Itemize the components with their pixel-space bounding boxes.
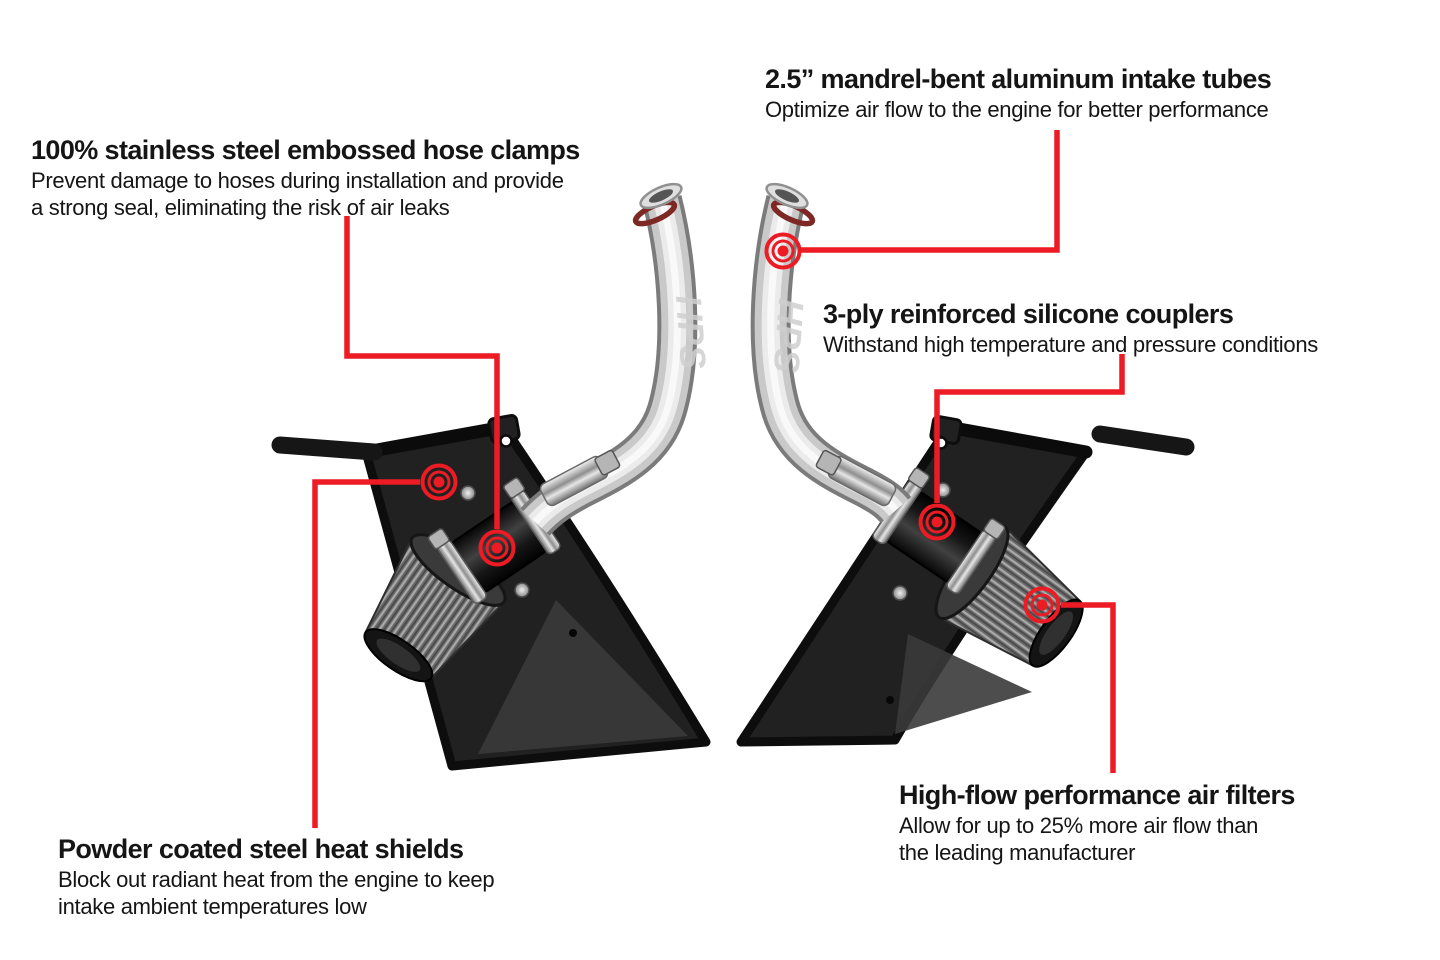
marker-dot xyxy=(931,516,943,528)
callout-silicone-couplers: 3-ply reinforced silicone couplers Withs… xyxy=(823,299,1423,358)
callout-title-intake-tubes: 2.5” mandrel-bent aluminum intake tubes xyxy=(765,64,1272,94)
marker-outer-ring xyxy=(1023,586,1061,624)
brand-logo-right: HPS xyxy=(766,297,812,374)
marker-mid-ring xyxy=(925,510,949,534)
callout-lines xyxy=(312,130,1125,828)
marker-mid-ring xyxy=(427,470,451,494)
callout-title-air-filters: High-flow performance air filters xyxy=(899,780,1295,810)
target-marker-silicone-couplers xyxy=(918,503,956,541)
pipe-clamp-screw-left xyxy=(594,449,621,476)
brand-logo-left: HPS xyxy=(668,294,714,371)
shield-screw-right-2 xyxy=(892,585,908,601)
callout-hose-clamps: 100% stainless steel embossed hose clamp… xyxy=(31,135,691,221)
marker-mid-ring xyxy=(485,536,509,560)
intake-tube-left: HPS xyxy=(535,179,714,522)
intake-tube-right: HPS xyxy=(763,179,896,510)
marker-mid-ring xyxy=(1030,593,1054,617)
callout-title-heat-shields: Powder coated steel heat shields xyxy=(58,834,464,864)
callout-line-silicone-couplers xyxy=(934,354,1125,503)
intake-assembly-left: HPS xyxy=(271,179,714,771)
shield-screw-left-1 xyxy=(460,485,476,501)
heat-shield-right-top-fold xyxy=(941,420,1093,459)
callout-description-air-filters: Allow for up to 25% more air flow than t… xyxy=(899,813,1259,865)
clamp-screw-left-upper xyxy=(503,477,525,499)
clamp-screw-left-lower xyxy=(427,528,450,550)
marker-dot xyxy=(1036,599,1048,611)
target-marker-intake-tubes xyxy=(764,232,802,270)
intake-assembly-right: HPS xyxy=(736,179,1195,747)
callout-line-air-filters xyxy=(1061,602,1116,773)
marker-mid-ring xyxy=(771,239,795,263)
tube-right-opening-bore xyxy=(774,189,800,203)
callout-line-intake-tubes xyxy=(801,130,1060,253)
callout-title-hose-clamps: 100% stainless steel embossed hose clamp… xyxy=(31,135,580,165)
marker-outer-ring xyxy=(420,463,458,501)
callout-title-silicone-couplers: 3-ply reinforced silicone couplers xyxy=(823,299,1234,329)
marker-dot xyxy=(433,476,445,488)
heat-shield-left-inner-panel xyxy=(478,600,688,754)
marker-dot xyxy=(777,245,789,257)
hose-clamp-right-pipe xyxy=(815,449,897,507)
mount-tab-hole-left xyxy=(499,434,513,448)
callout-line-hose-clamps xyxy=(344,216,500,529)
callout-description-silicone-couplers: Withstand high temperature and pressure … xyxy=(823,332,1318,357)
marker-outer-ring xyxy=(918,503,956,541)
heat-shield-left-handle xyxy=(271,436,383,461)
pipe-clamp-screw-right xyxy=(815,449,842,476)
heat-shield-left-top-fold xyxy=(359,420,511,459)
callout-heat-shields: Powder coated steel heat shields Block o… xyxy=(58,834,638,920)
marker-dot xyxy=(491,542,503,554)
callout-intake-tubes: 2.5” mandrel-bent aluminum intake tubes … xyxy=(765,64,1385,123)
clamp-screw-right-upper xyxy=(908,467,930,489)
callout-air-filters: High-flow performance air filters Allow … xyxy=(899,780,1399,866)
heat-shield-right-handle xyxy=(1091,425,1195,456)
hose-clamp-left-pipe xyxy=(539,449,621,507)
callout-description-heat-shields: Block out radiant heat from the engine t… xyxy=(58,867,495,919)
tube-left-opening-bore xyxy=(648,189,674,203)
callout-line-heat-shields xyxy=(312,479,420,828)
target-marker-hose-clamps xyxy=(478,529,516,567)
marker-outer-ring xyxy=(478,529,516,567)
target-markers xyxy=(420,232,1061,624)
shield-hole-right xyxy=(886,696,894,704)
shield-screw-left-2 xyxy=(514,582,530,598)
target-marker-air-filters xyxy=(1023,586,1061,624)
heat-shield-right-inner-panel xyxy=(895,634,1032,734)
callout-description-hose-clamps: Prevent damage to hoses during installat… xyxy=(31,168,564,220)
clamp-screw-right-lower xyxy=(983,518,1006,540)
marker-outer-ring xyxy=(764,232,802,270)
target-marker-heat-shields xyxy=(420,463,458,501)
callout-description-intake-tubes: Optimize air flow to the engine for bett… xyxy=(765,97,1269,122)
shield-hole-left xyxy=(569,629,577,637)
